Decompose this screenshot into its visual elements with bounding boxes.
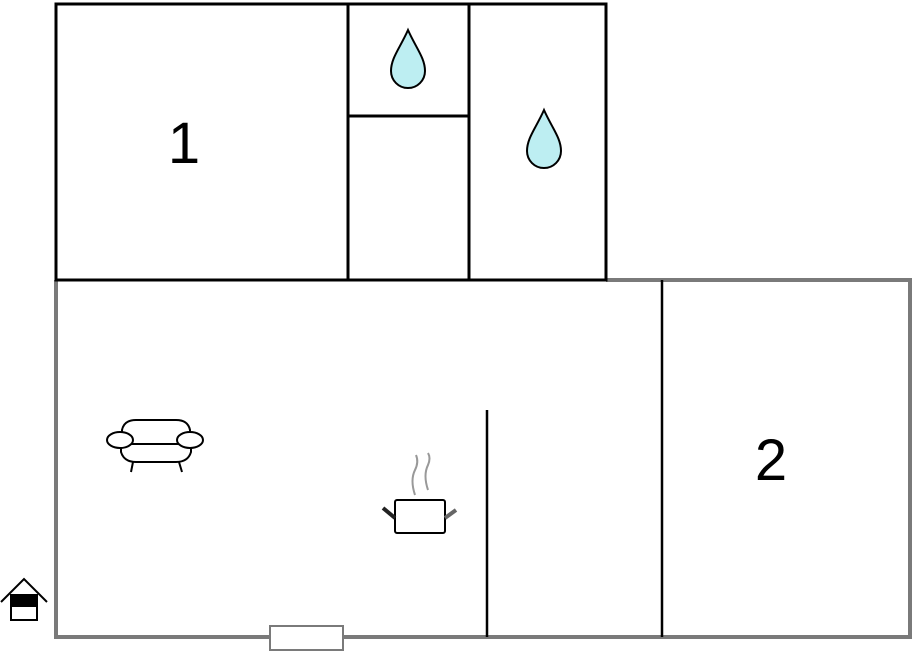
water-drop-icon: [525, 107, 563, 169]
water-drop-icon: [389, 27, 427, 89]
room-2-label: 2: [755, 428, 787, 493]
entrance-house-icon: [0, 577, 48, 621]
lower-walls: [54, 278, 912, 639]
room-1-label: 1: [168, 111, 200, 176]
sofa-icon: [106, 419, 204, 473]
cooking-pot-icon: [381, 452, 458, 534]
upper-walls: [54, 2, 608, 282]
door-opening: [269, 625, 344, 651]
